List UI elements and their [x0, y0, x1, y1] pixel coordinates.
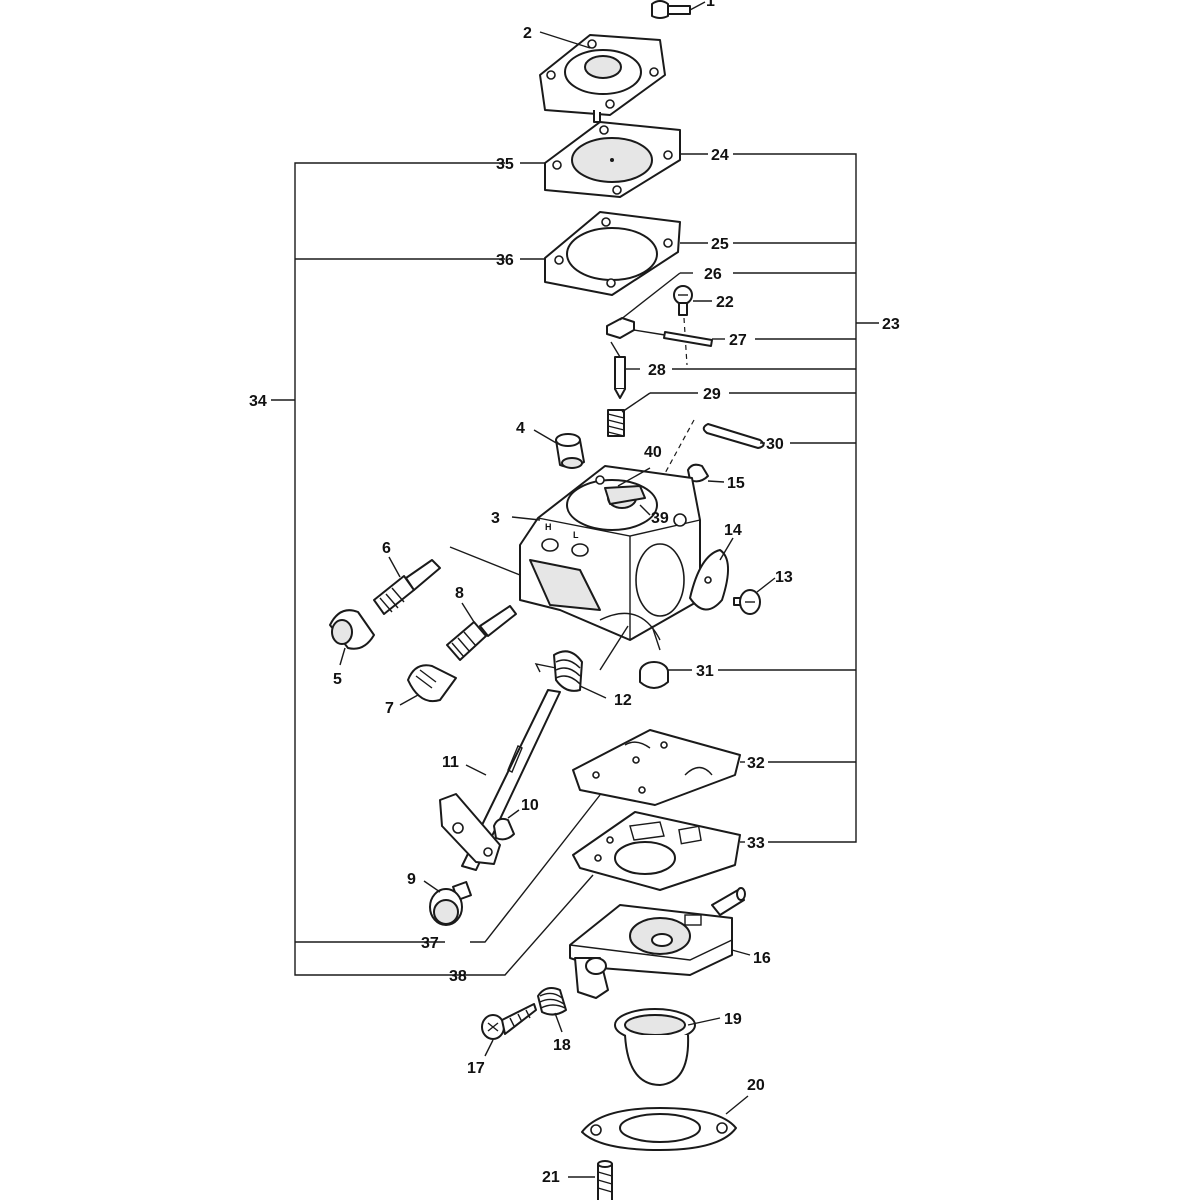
part-3-carburetor-body: H L — [449, 465, 701, 671]
leaders-37-38 — [470, 794, 601, 976]
part-27-pin — [633, 329, 725, 347]
label-14: 14 — [724, 522, 742, 539]
part-14-plate — [689, 537, 734, 611]
label-5: 5 — [333, 671, 342, 688]
part-22-screw — [673, 285, 712, 366]
label-16: 16 — [753, 950, 771, 967]
body-mark-h: H — [545, 522, 552, 532]
label-31: 31 — [696, 663, 714, 680]
part-21-stud — [568, 1160, 613, 1200]
label-20: 20 — [747, 1077, 765, 1094]
part-4-plug — [533, 429, 585, 469]
callout-labels: 1 2 3 4 5 6 7 8 9 10 11 12 13 14 15 16 1… — [249, 0, 900, 1186]
part-33-gasket — [572, 811, 745, 891]
part-32-gasket — [572, 729, 745, 806]
label-6: 6 — [382, 540, 391, 557]
part-18-spring — [537, 987, 567, 1033]
label-3: 3 — [491, 510, 500, 527]
label-24: 24 — [711, 147, 729, 164]
label-18: 18 — [553, 1037, 571, 1054]
label-11: 11 — [442, 754, 459, 771]
label-34: 34 — [249, 393, 267, 410]
part-13-screw — [733, 577, 776, 615]
label-4: 4 — [516, 420, 525, 437]
label-13: 13 — [775, 569, 793, 586]
part-12-throttle-spring — [534, 650, 607, 699]
part-10-clip — [493, 809, 520, 841]
part-9-throttle-knob — [423, 880, 472, 926]
label-21: 21 — [542, 1169, 560, 1186]
label-25: 25 — [711, 236, 729, 253]
part-16-pump-body — [569, 887, 751, 999]
label-1: 1 — [706, 0, 715, 10]
label-33: 33 — [747, 835, 765, 852]
label-22: 22 — [716, 294, 734, 311]
label-23: 23 — [882, 316, 900, 333]
part-8-adjust-needle — [446, 602, 517, 661]
label-29: 29 — [703, 386, 721, 403]
label-39: 39 — [651, 510, 669, 527]
label-9: 9 — [407, 871, 416, 888]
part-2-pump-cover — [539, 31, 666, 123]
part-19-primer-bulb — [614, 1008, 721, 1086]
label-30: 30 — [766, 436, 784, 453]
label-19: 19 — [724, 1011, 742, 1028]
part-31-cap — [639, 661, 692, 689]
part-7-limiter-cap — [399, 664, 457, 706]
part-29-spring — [607, 392, 698, 437]
label-38: 38 — [449, 968, 467, 985]
label-36: 36 — [496, 252, 514, 269]
label-10: 10 — [521, 797, 539, 814]
part-39-40-metering-lever — [604, 467, 651, 516]
part-15-clip — [687, 463, 725, 483]
part-20-gasket — [581, 1095, 749, 1151]
label-35: 35 — [496, 156, 514, 173]
label-17: 17 — [467, 1060, 485, 1077]
label-32: 32 — [747, 755, 765, 772]
kit-bracket-23 — [672, 153, 879, 843]
label-27: 27 — [729, 332, 747, 349]
part-11-throttle-shaft — [439, 689, 561, 871]
part-5-limiter-cap — [329, 609, 375, 666]
kit-bracket-34 — [271, 162, 505, 976]
part-28-inlet-needle — [610, 341, 640, 399]
part-1-screw — [651, 0, 706, 19]
part-24-35-diaphragm — [520, 121, 708, 198]
part-26-needle-lever — [606, 272, 693, 339]
label-8: 8 — [455, 585, 464, 602]
label-37: 37 — [421, 935, 439, 952]
part-17-screw — [481, 1003, 537, 1057]
label-12: 12 — [614, 692, 632, 709]
label-2: 2 — [523, 25, 532, 42]
label-28: 28 — [648, 362, 666, 379]
part-6-adjust-needle — [373, 556, 441, 615]
label-15: 15 — [727, 475, 745, 492]
part-25-36-gasket — [520, 211, 708, 296]
label-26: 26 — [704, 266, 722, 283]
label-40: 40 — [644, 444, 662, 461]
label-7: 7 — [385, 700, 394, 717]
body-mark-l: L — [573, 530, 579, 540]
